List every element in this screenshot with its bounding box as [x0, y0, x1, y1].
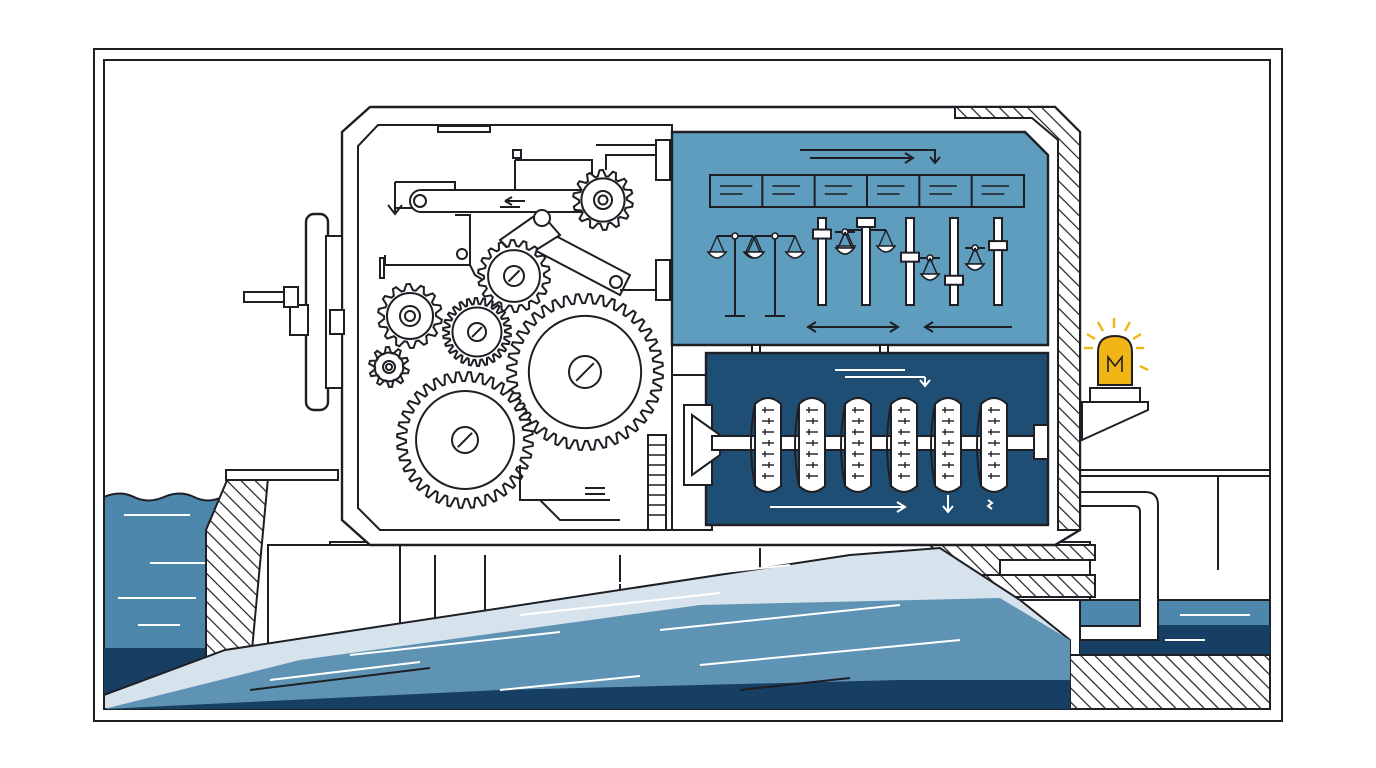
slider-icon	[856, 217, 876, 306]
rotor-input-funnel	[683, 404, 721, 486]
crank-wheel	[304, 212, 330, 412]
top-slot	[437, 125, 491, 133]
gear-icon	[477, 238, 551, 314]
machine-right-hatch	[954, 106, 1081, 531]
lower-panel-arrows	[770, 369, 994, 514]
gear-icon	[396, 371, 534, 509]
rotor-drum-icon	[930, 397, 962, 493]
ramp-deep	[104, 680, 1070, 709]
right-shelf	[1079, 469, 1270, 477]
rotor-drum-icon	[794, 397, 826, 493]
slider-icon	[812, 217, 832, 306]
balance-scale-icon	[744, 232, 806, 317]
balance-scale-icon	[834, 228, 856, 255]
gear-icon	[377, 282, 443, 350]
slider-icon	[988, 217, 1008, 306]
rotor-drum-icon	[840, 397, 872, 493]
indicator-cell	[824, 185, 853, 195]
slider-icon	[944, 217, 964, 306]
indicator-cell	[981, 185, 1010, 195]
indicator-cell	[929, 185, 957, 195]
indicator-strip	[709, 174, 1025, 208]
upper-control-panel	[670, 130, 1050, 347]
gear-icon	[506, 293, 664, 451]
left-ledge	[225, 469, 339, 481]
balance-scale-icon	[964, 244, 986, 271]
rotor-drum-icon	[886, 397, 918, 493]
balance-scales	[706, 226, 986, 317]
sliders	[812, 217, 1008, 306]
linkage-arms	[379, 139, 671, 301]
gear-icon	[368, 345, 410, 389]
upper-panel-bottom-arrows	[806, 321, 1012, 333]
lamp-rays	[1084, 318, 1149, 372]
balance-scale-icon	[919, 254, 941, 281]
rotor-drum-icon	[750, 397, 782, 493]
rotor-drums	[750, 397, 1008, 493]
lamp-bulb	[1097, 334, 1133, 386]
hand-crank	[243, 212, 345, 412]
gear-icon	[442, 296, 512, 368]
gear-train	[368, 168, 664, 509]
gear-train-details	[519, 434, 667, 531]
indicator-cell	[877, 185, 905, 195]
rotor-drum-icon	[976, 397, 1008, 493]
water-right-ripples	[1165, 614, 1250, 641]
indicator-cell	[720, 185, 753, 195]
outlet-pipe	[1079, 491, 1159, 641]
gear-icon	[572, 168, 634, 232]
indicator-cell	[772, 185, 800, 195]
upper-panel-flow-arrows	[800, 149, 941, 165]
water-left-ripples	[118, 514, 205, 626]
slider-icon	[900, 217, 920, 306]
warning-lamp-icon	[1081, 318, 1149, 442]
ramp-streaks	[269, 564, 961, 691]
